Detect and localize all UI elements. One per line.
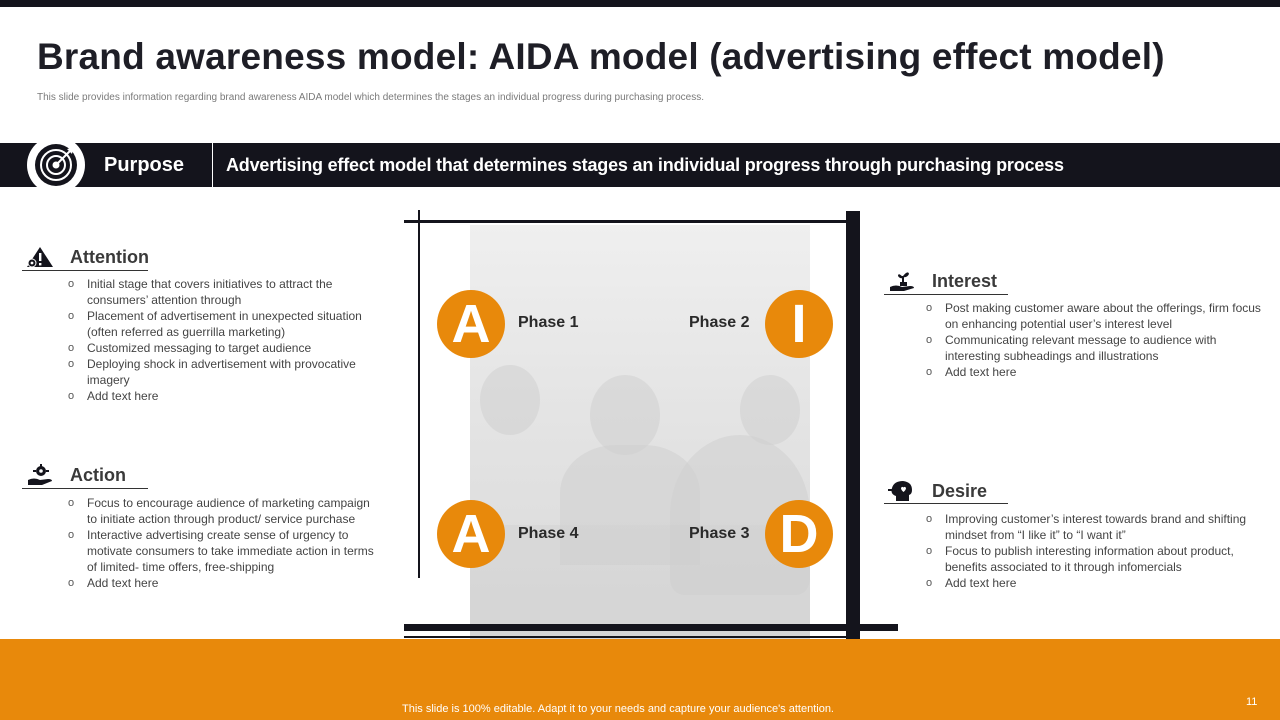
list-item: Add text here [68,388,368,404]
attention-title: Attention [70,246,149,267]
attention-heading: Attention [26,246,149,268]
frame-bottom-line [404,636,846,638]
phase-2-label: Phase 2 [689,314,750,331]
meeting-photo [470,225,810,640]
purpose-text: Advertising effect model that determines… [226,155,1064,175]
list-item: Customized messaging to target audience [68,340,368,356]
action-rule [22,488,148,489]
list-item: Communicating relevant message to audien… [926,332,1266,364]
interest-list: Post making customer aware about the off… [926,300,1266,380]
desire-title: Desire [932,480,988,501]
action-title: Action [70,464,126,485]
frame-bottom-bar [404,624,898,631]
action-list: Focus to encourage audience of marketing… [68,495,380,591]
purpose-bar [0,143,1280,187]
list-item: Deploying shock in advertisement with pr… [68,356,368,388]
action-heading: Action [26,464,126,486]
attention-list: Initial stage that covers initiatives to… [68,276,368,404]
list-item: Improving customer’s interest towards br… [926,511,1271,543]
hand-plant-icon [888,270,916,292]
interest-title: Interest [932,270,998,291]
badge-desire: D [765,500,833,568]
frame-left-line [418,210,420,578]
badge-attention: A [437,290,505,358]
footer-text: This slide is 100% editable. Adapt it to… [402,703,834,715]
list-item: Focus to encourage audience of marketing… [68,495,380,527]
list-item: Add text here [926,575,1271,591]
interest-rule [884,294,1008,295]
list-item: Focus to publish interesting information… [926,543,1271,575]
purpose-label: Purpose [104,154,185,176]
list-item: Initial stage that covers initiatives to… [68,276,368,308]
frame-right-bar [846,211,860,668]
list-item: Interactive advertising create sense of … [68,527,380,575]
list-item: Add text here [68,575,380,591]
desire-heading: Desire [888,480,987,502]
desire-rule [884,503,1008,504]
hand-gear-icon [26,464,54,486]
attention-rule [22,270,148,271]
warning-gear-icon [26,246,54,268]
page-number: 11 [1246,696,1258,708]
frame-top-line [404,220,850,223]
phase-4-label: Phase 4 [518,525,579,542]
desire-list: Improving customer’s interest towards br… [926,511,1271,591]
badge-action: A [437,500,505,568]
slide-subtitle: This slide provides information regardin… [37,92,705,103]
interest-heading: Interest [888,270,997,292]
head-heart-icon [888,480,916,502]
list-item: Add text here [926,364,1266,380]
target-icon [27,136,85,194]
footer-band [0,639,1280,720]
phase-3-label: Phase 3 [689,525,750,542]
list-item: Post making customer aware about the off… [926,300,1266,332]
top-accent-bar [0,0,1280,7]
purpose-divider [212,143,213,187]
slide-title: Brand awareness model: AIDA model (adver… [37,36,1165,77]
list-item: Placement of advertisement in unexpected… [68,308,368,340]
badge-interest: I [765,290,833,358]
phase-1-label: Phase 1 [518,314,579,331]
